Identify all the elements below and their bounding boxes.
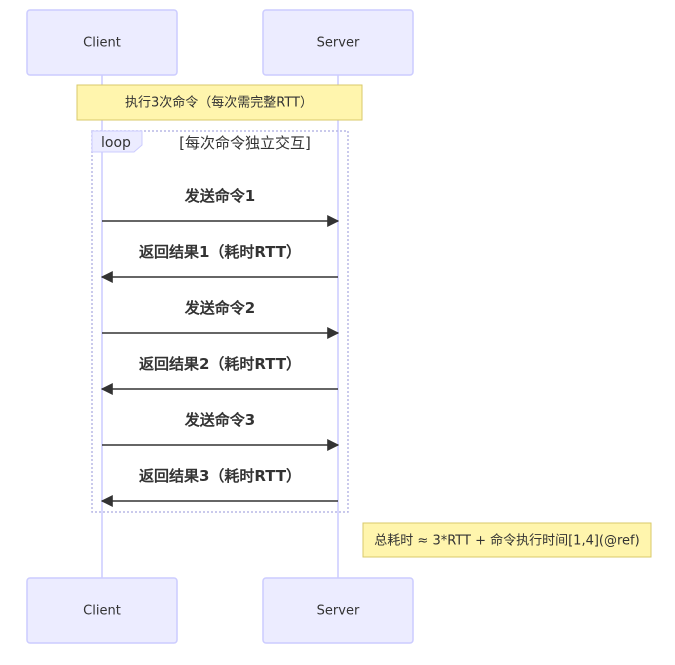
actor-client-bottom: Client <box>26 577 178 644</box>
note-top-text: 执行3次命令（每次需完整RTT） <box>125 95 313 111</box>
message-6: 返回结果3（耗时RTT） <box>100 467 338 507</box>
note-top: 执行3次命令（每次需完整RTT） <box>76 84 363 121</box>
message-4-label: 返回结果2（耗时RTT） <box>139 355 301 373</box>
message-5: 发送命令3 <box>102 411 340 451</box>
actor-client-top: Client <box>26 9 178 76</box>
actor-server-top: Server <box>262 9 414 76</box>
actor-server-top-label: Server <box>317 36 360 51</box>
actor-server-bottom-label: Server <box>317 604 360 619</box>
message-3-label: 发送命令2 <box>184 299 255 317</box>
message-6-label: 返回结果3（耗时RTT） <box>139 467 301 485</box>
loop-tab <box>91 130 143 153</box>
loop-condition: [每次命令独立交互] <box>179 134 311 152</box>
loop-frame: loop [每次命令独立交互] <box>91 130 349 513</box>
message-2: 返回结果1（耗时RTT） <box>100 243 338 283</box>
message-3: 发送命令2 <box>102 299 340 339</box>
loop-label: loop <box>101 135 131 151</box>
message-5-label: 发送命令3 <box>184 411 255 429</box>
message-1-label: 发送命令1 <box>184 187 255 205</box>
actor-client-bottom-label: Client <box>83 604 121 619</box>
note-bottom-text: 总耗时 ≈ 3*RTT + 命令执行时间[1,4](@ref) <box>374 533 639 549</box>
note-bottom: 总耗时 ≈ 3*RTT + 命令执行时间[1,4](@ref) <box>362 522 652 558</box>
actor-server-bottom: Server <box>262 577 414 644</box>
actor-client-top-label: Client <box>83 36 121 51</box>
message-2-label: 返回结果1（耗时RTT） <box>139 243 301 261</box>
message-4: 返回结果2（耗时RTT） <box>100 355 338 395</box>
message-1: 发送命令1 <box>102 187 340 227</box>
